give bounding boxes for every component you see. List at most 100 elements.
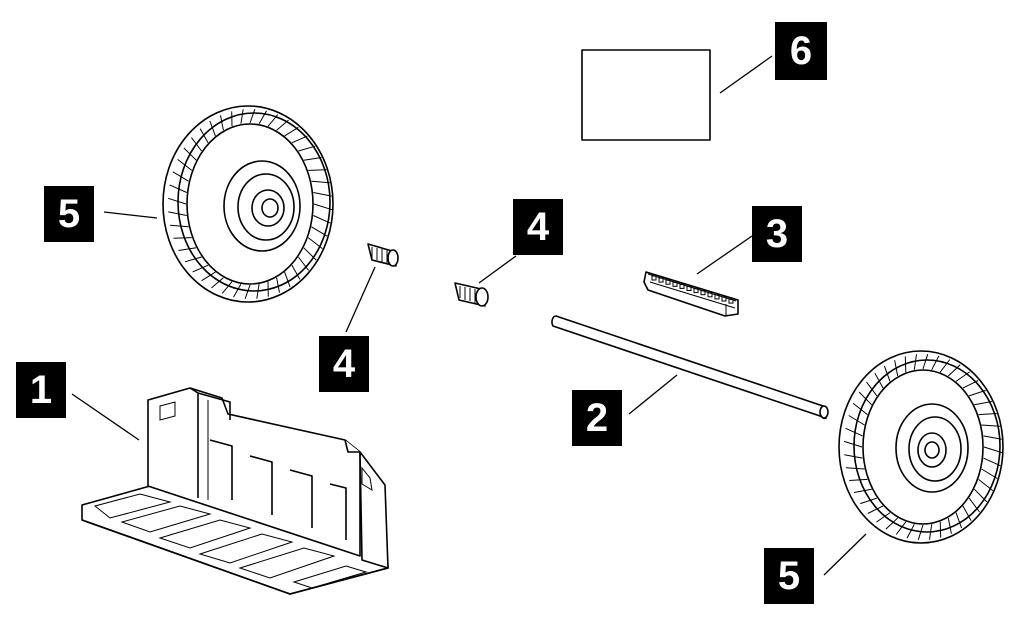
tread-mark: [172, 171, 189, 182]
tread-mark: [962, 380, 979, 389]
tread-mark: [867, 505, 884, 514]
tread-mark: [303, 157, 322, 161]
tread-mark: [256, 284, 260, 299]
tread-mark: [233, 283, 242, 298]
frame-tray: [81, 387, 389, 595]
tread-mark: [852, 403, 868, 415]
leader-c5a: [103, 211, 158, 219]
tread-mark: [978, 479, 994, 491]
leader-c5b: [823, 533, 867, 576]
spacer-tooth: [658, 277, 664, 283]
tread-mark: [913, 354, 917, 370]
tread-mark: [974, 401, 992, 406]
tread-mark: [917, 524, 924, 540]
tread-mark: [284, 126, 299, 137]
spacer-tooth: [707, 292, 713, 298]
tread-mark: [313, 203, 333, 211]
spacer-tooth: [679, 283, 685, 289]
tread-mark: [276, 119, 289, 131]
tread-mark: [291, 135, 308, 144]
leader-c3: [696, 235, 753, 275]
tread-mark: [173, 237, 192, 239]
tread-mark: [962, 505, 972, 522]
tread-mark: [922, 354, 929, 370]
tread-mark: [904, 356, 907, 373]
tread-mark: [947, 517, 952, 534]
tread-mark: [983, 435, 1002, 440]
leader-c6: [719, 55, 773, 94]
spacer-tooth: [686, 286, 692, 291]
tread-mark: [844, 454, 863, 459]
leader-c1: [71, 393, 140, 441]
callout-6: 6: [775, 22, 827, 80]
axle: [551, 315, 829, 420]
tread-mark: [843, 440, 863, 448]
callout-4-right: 4: [513, 199, 563, 255]
callout-3: 3: [752, 206, 802, 262]
spacer-tooth: [700, 290, 706, 296]
tread-mark: [894, 360, 899, 377]
tread-mark: [939, 521, 942, 538]
bushing-right: [454, 282, 489, 307]
spacer-bar: [643, 271, 739, 317]
tread-mark: [284, 271, 291, 288]
tread-mark: [860, 497, 878, 505]
tread-mark: [298, 145, 316, 152]
tread-mark: [201, 271, 216, 282]
tread-mark: [931, 355, 940, 371]
callout-5-left: 5: [44, 186, 94, 242]
tread-mark: [258, 110, 267, 125]
tread-mark: [313, 215, 331, 224]
spacer-tooth: [721, 296, 727, 302]
tread-mark: [876, 512, 891, 523]
tread-mark: [221, 281, 233, 294]
tread-mark: [968, 389, 986, 397]
wheel-right: [838, 350, 1004, 544]
tread-mark: [191, 137, 202, 152]
tread-mark: [168, 211, 187, 216]
spacer-tooth: [714, 294, 720, 300]
tread-mark: [874, 372, 884, 389]
tread-mark: [303, 247, 317, 261]
leader-c4a: [478, 255, 517, 284]
tread-mark: [240, 109, 244, 124]
tread-mark: [845, 427, 863, 437]
tread-mark: [895, 521, 907, 535]
tread-mark: [978, 413, 997, 416]
tread-mark: [858, 391, 873, 406]
tread-mark: [308, 169, 327, 171]
tread-mark: [848, 415, 865, 426]
tread-mark: [244, 284, 251, 299]
tread-mark: [276, 277, 280, 293]
tread-mark: [267, 114, 279, 127]
tread-mark: [883, 365, 891, 382]
wheel-left: [162, 105, 334, 303]
tread-mark: [177, 159, 193, 171]
callout-1: 1: [16, 362, 66, 418]
tread-mark: [885, 517, 899, 530]
tread-mark: [311, 180, 330, 184]
tread-mark: [307, 237, 323, 249]
tread-mark: [983, 457, 1001, 467]
tread-mark: [291, 264, 301, 280]
tread-mark: [313, 192, 332, 197]
callout-5-right: 5: [764, 548, 814, 604]
tread-mark: [845, 467, 865, 470]
tread-mark: [178, 247, 197, 251]
tread-mark: [981, 424, 1001, 427]
tread-mark: [184, 256, 202, 263]
tread-mark: [955, 371, 970, 382]
spacer-tooth: [728, 298, 734, 304]
leader-c2: [628, 374, 678, 415]
tread-mark: [906, 523, 915, 539]
tread-mark: [854, 488, 872, 493]
tread-mark: [249, 109, 256, 124]
tread-mark: [983, 446, 1003, 454]
tread-mark: [220, 115, 224, 131]
tread-mark: [167, 197, 187, 205]
tread-mark: [955, 512, 963, 529]
tread-mark: [939, 359, 951, 373]
tread-mark: [968, 497, 980, 513]
